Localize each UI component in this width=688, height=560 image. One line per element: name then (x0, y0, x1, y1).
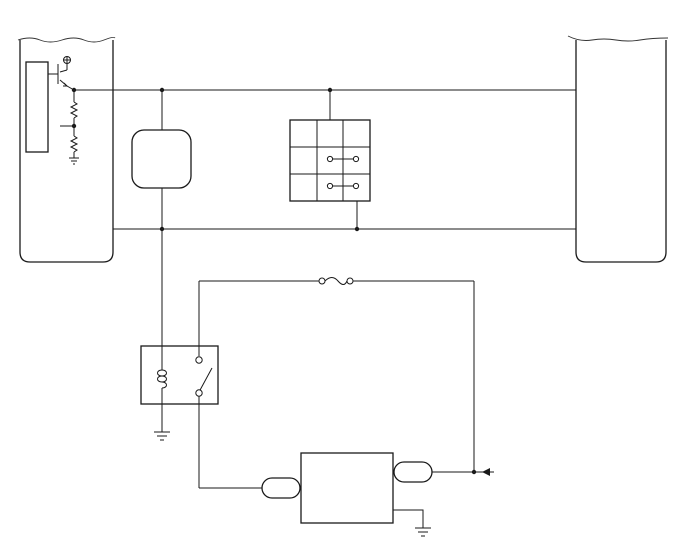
connector-pill-left (261, 477, 301, 499)
junction-dot (471, 469, 477, 475)
connector-pill-right (393, 461, 433, 483)
round-module (131, 129, 192, 189)
relay (140, 281, 219, 488)
relay-coil (157, 346, 167, 432)
switch-matrix-3x3 (289, 90, 371, 229)
ground-symbol (154, 431, 170, 441)
control-unit-box (300, 452, 394, 524)
right-module-connector (567, 35, 669, 263)
ground-symbol (393, 509, 431, 537)
input-arrow-icon (482, 468, 490, 476)
junction-dot (71, 123, 77, 129)
inline-fuse (318, 277, 354, 285)
left-module-inner-block (25, 61, 49, 153)
